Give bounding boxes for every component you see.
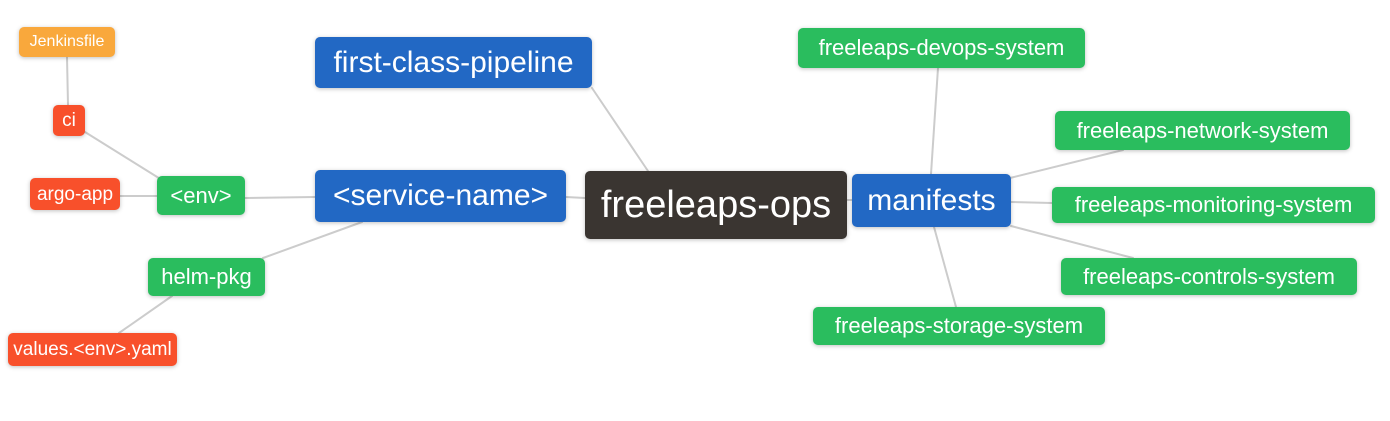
node-freeleaps-controls-system[interactable]: freeleaps-controls-system [1061, 258, 1357, 295]
node-manifests[interactable]: manifests [852, 174, 1011, 227]
edge-manifests-to-freeleaps-devops-system [930, 67, 939, 175]
edge-manifests-to-freeleaps-network-system [1009, 149, 1124, 179]
node-freeleaps-devops-system[interactable]: freeleaps-devops-system [798, 28, 1085, 68]
edge-manifests-to-freeleaps-monitoring-system [1010, 201, 1053, 204]
node-freeleaps-network-system[interactable]: freeleaps-network-system [1055, 111, 1350, 150]
edge-jenkinsfile-to-ci [66, 56, 69, 106]
edge-ci-to-env [84, 131, 163, 181]
edge-helm-pkg-to-values-env-yaml [118, 295, 173, 334]
edge-service-name-to-helm-pkg [262, 221, 363, 259]
node-ci[interactable]: ci [53, 105, 85, 136]
node-jenkinsfile[interactable]: Jenkinsfile [19, 27, 115, 57]
node-helm-pkg[interactable]: helm-pkg [148, 258, 265, 296]
edge-env-to-service-name [244, 196, 316, 199]
edge-manifests-to-freeleaps-controls-system [1010, 225, 1134, 259]
node-env[interactable]: <env> [157, 176, 245, 215]
node-argo-app[interactable]: argo-app [30, 178, 120, 210]
node-freeleaps-ops[interactable]: freeleaps-ops [585, 171, 847, 239]
node-service-name[interactable]: <service-name> [315, 170, 566, 222]
node-freeleaps-monitoring-system[interactable]: freeleaps-monitoring-system [1052, 187, 1375, 223]
edge-service-name-to-freeleaps-ops [565, 196, 586, 199]
node-first-class-pipeline[interactable]: first-class-pipeline [315, 37, 592, 88]
edge-manifests-to-freeleaps-storage-system [933, 226, 957, 308]
node-freeleaps-storage-system[interactable]: freeleaps-storage-system [813, 307, 1105, 345]
node-values-env-yaml[interactable]: values.<env>.yaml [8, 333, 177, 366]
edge-first-class-pipeline-to-freeleaps-ops [591, 87, 649, 172]
